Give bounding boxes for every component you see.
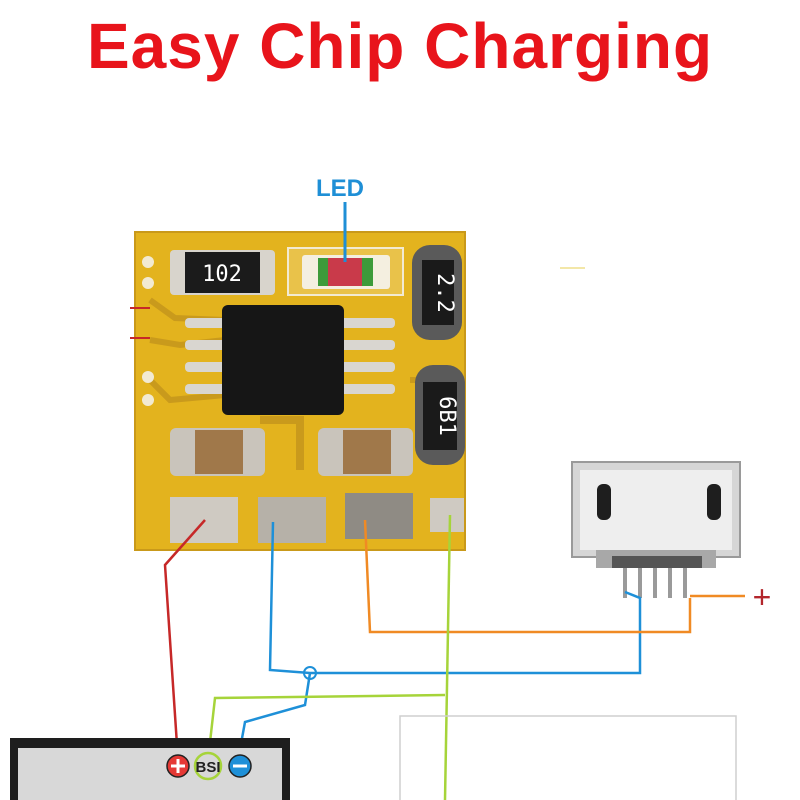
page-title: Easy Chip Charging bbox=[86, 10, 714, 82]
battery: BSI bbox=[10, 738, 290, 800]
pcb-board: 102 2.2 bbox=[134, 231, 466, 551]
wire-vin bbox=[363, 519, 692, 634]
placeholder-box bbox=[399, 715, 737, 800]
pad bbox=[142, 277, 154, 289]
resistor-102-label: 102 bbox=[202, 262, 242, 287]
pad-vin bbox=[345, 493, 413, 539]
capacitor-right bbox=[318, 428, 413, 476]
resistor-6b1-label: 6B1 bbox=[434, 396, 459, 436]
inductor-2-2: 2.2 bbox=[412, 245, 462, 340]
ic-chip bbox=[185, 305, 395, 415]
wire-positive bbox=[163, 519, 206, 761]
resistor-102: 102 bbox=[170, 250, 275, 295]
wire-bsi-main bbox=[443, 514, 452, 800]
inductor-label: 2.2 bbox=[432, 273, 457, 313]
resistor-6b1: 6B1 bbox=[415, 365, 465, 465]
battery-bsi-ring bbox=[193, 751, 223, 781]
pad bbox=[142, 371, 154, 383]
usb-plus-label: + bbox=[753, 579, 772, 615]
capacitor-left bbox=[170, 428, 265, 476]
led-component bbox=[287, 247, 404, 296]
pad-negative bbox=[258, 497, 326, 543]
micro-usb-connector bbox=[571, 461, 741, 598]
led-label: LED bbox=[316, 175, 364, 202]
battery-bsi-label: BSI bbox=[195, 759, 220, 776]
pad-bsi bbox=[430, 498, 464, 532]
wire-negative bbox=[268, 521, 642, 675]
pad bbox=[142, 394, 154, 406]
pad bbox=[142, 256, 154, 268]
